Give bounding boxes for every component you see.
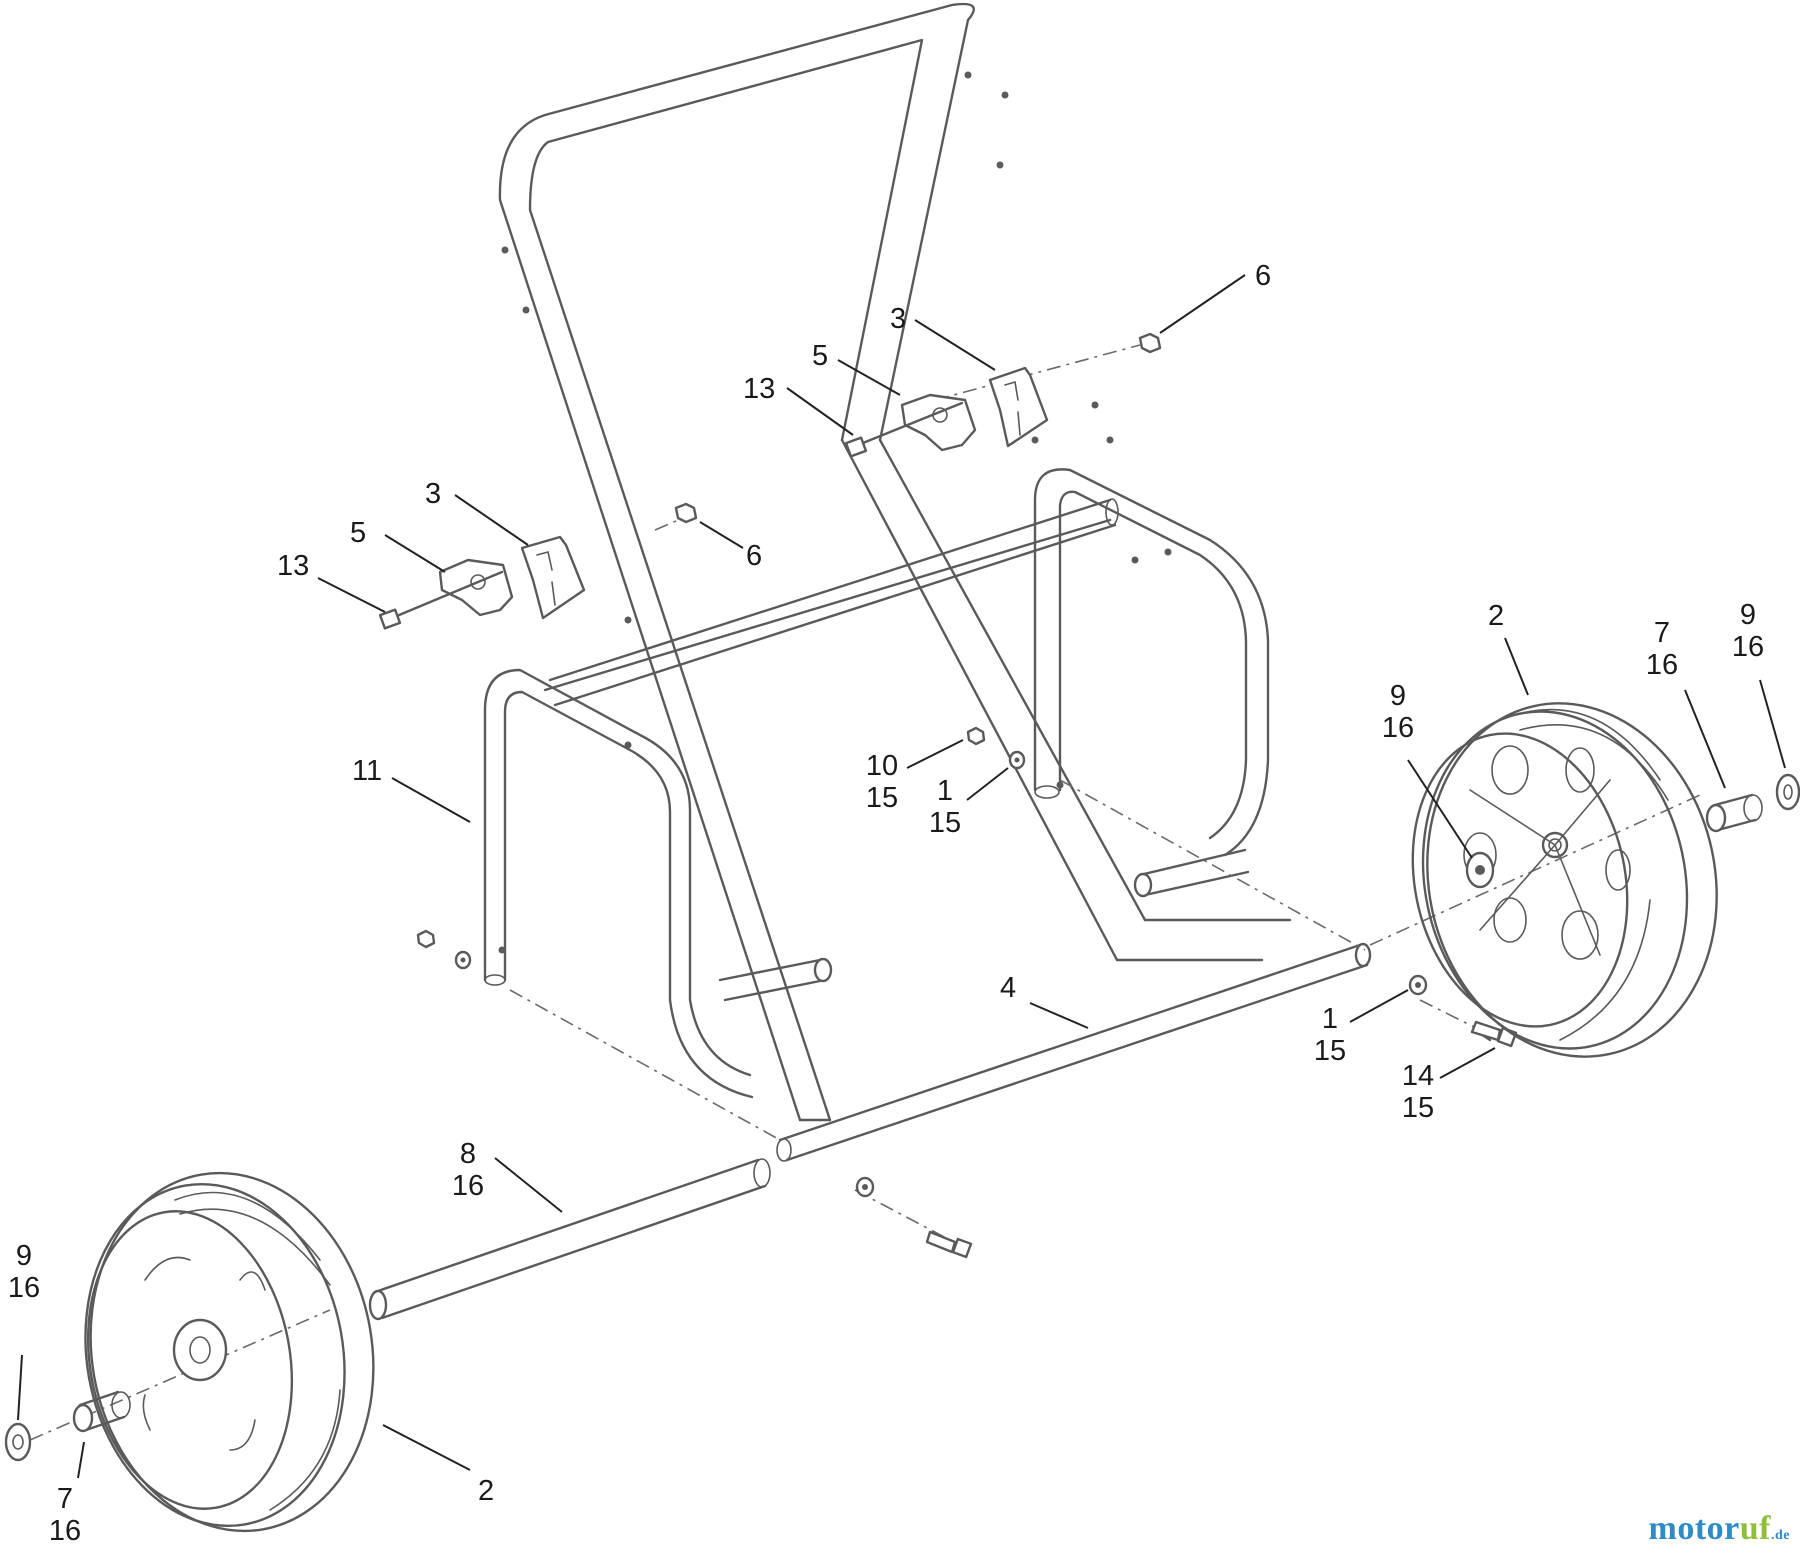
callout-2-right: 2	[1488, 600, 1504, 632]
watermark-logo: motoruf.de	[1649, 1510, 1790, 1548]
callout-5-lower: 5	[350, 517, 366, 549]
watermark-suffix: .de	[1771, 1528, 1790, 1543]
watermark-part2: uf	[1739, 1510, 1771, 1547]
axle-sleeve	[368, 1158, 771, 1321]
callout-3-upper: 3	[890, 303, 906, 335]
cart-frame	[483, 2, 1292, 1122]
callout-13-lower: 13	[277, 550, 309, 582]
right-wheel	[1411, 702, 1718, 1058]
watermark-part1: motor	[1648, 1510, 1740, 1547]
axle-rod	[776, 942, 1372, 1162]
hardware-fasteners	[416, 726, 1518, 1259]
callout-6-upper: 6	[1255, 260, 1271, 292]
callout-13-upper: 13	[743, 373, 775, 405]
callout-3-lower: 3	[425, 478, 441, 510]
bracket-assembly-upper	[844, 332, 1162, 458]
leader-lines	[17, 274, 1786, 1479]
callout-5-upper: 5	[812, 340, 828, 372]
callout-6-lower: 6	[746, 540, 762, 572]
right-spacer-washer	[1705, 773, 1800, 833]
assembly-centerlines	[29, 344, 1701, 1441]
left-wheel	[84, 1171, 375, 1533]
left-spacer-washer	[4, 1390, 131, 1462]
callout-4: 4	[1000, 972, 1016, 1004]
bracket-assembly-lower	[378, 502, 698, 630]
callout-11: 11	[352, 755, 382, 787]
callout-2-left: 2	[478, 1475, 494, 1507]
